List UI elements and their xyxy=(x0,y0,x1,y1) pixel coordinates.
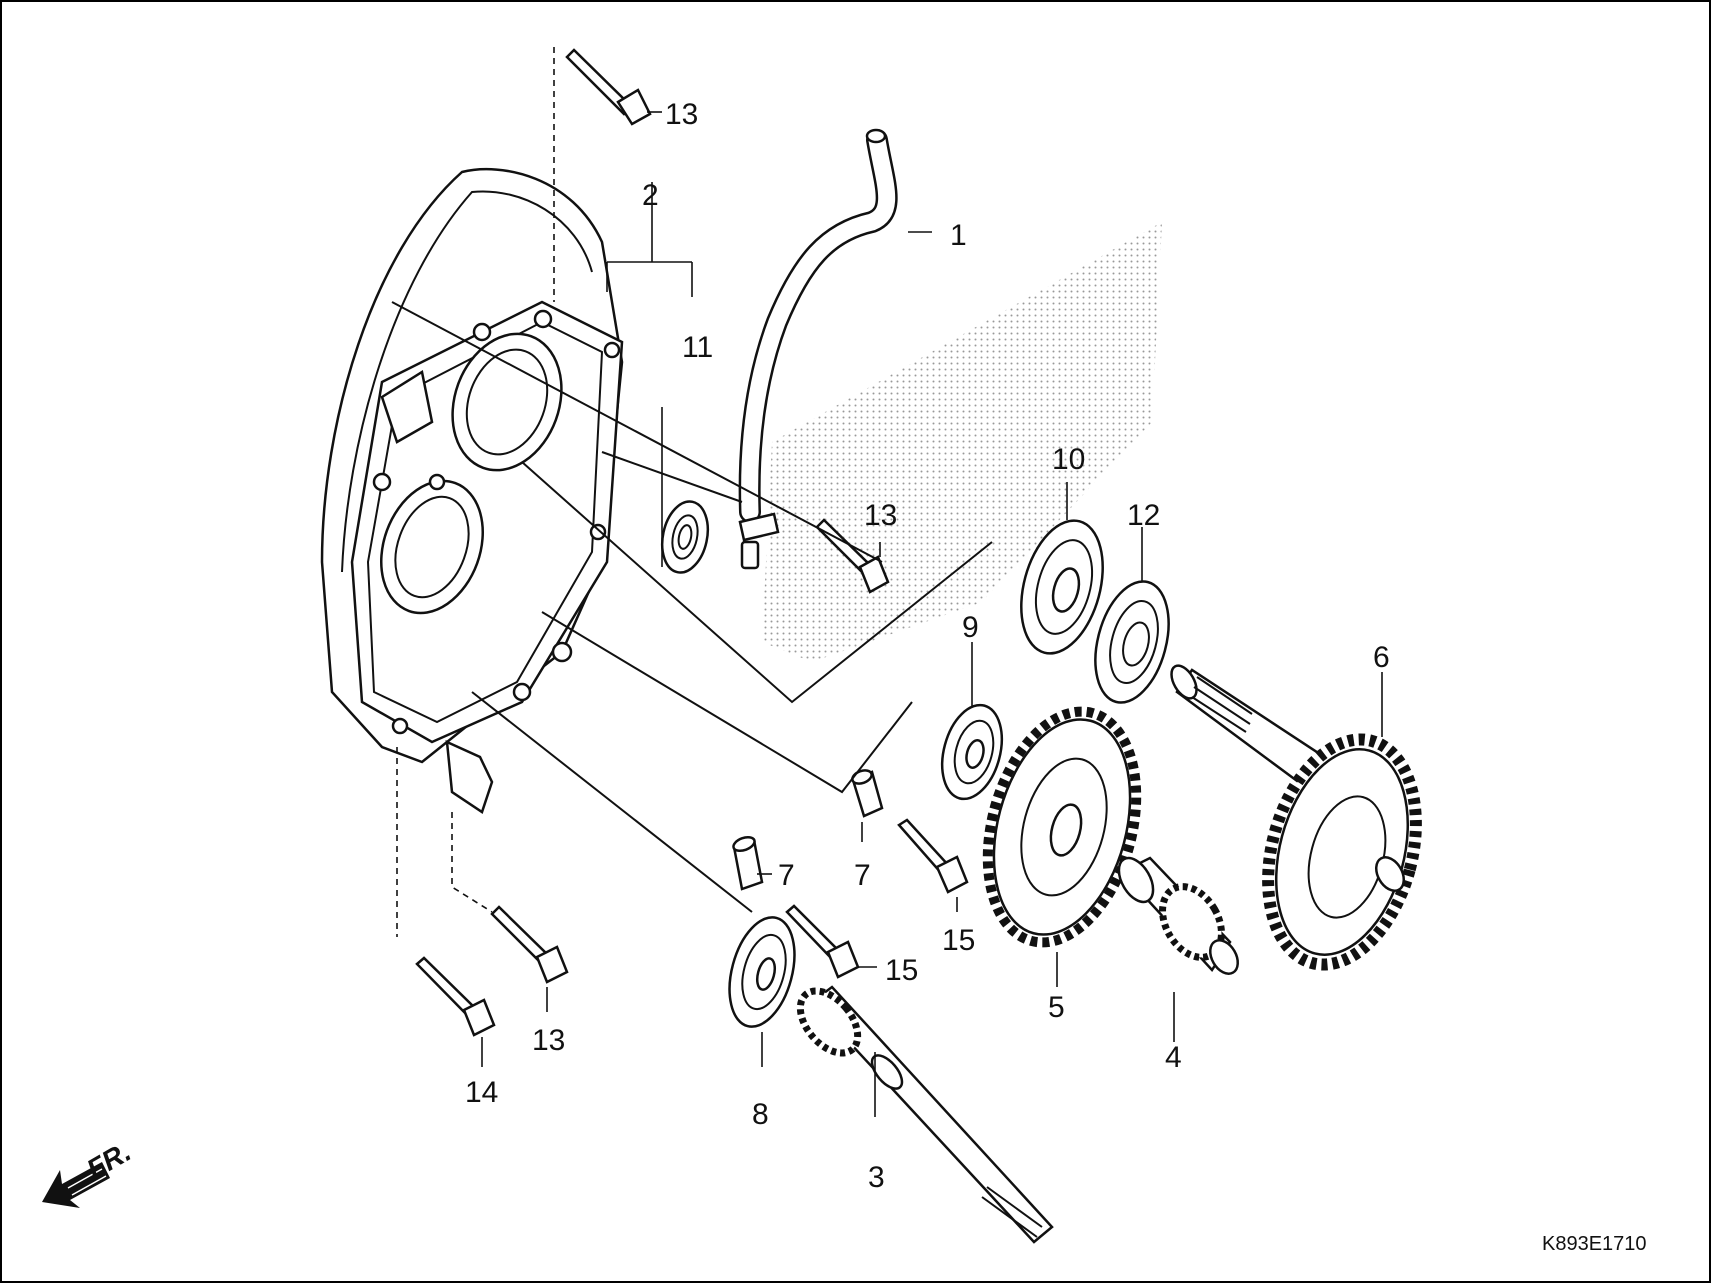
bolt-14 xyxy=(415,956,496,1037)
drawing-code: K893E1710 xyxy=(1542,1233,1647,1255)
callout-14: 14 xyxy=(465,1076,498,1109)
callout-8: 8 xyxy=(752,1098,769,1131)
breather-tube xyxy=(738,128,898,570)
transmission-cover xyxy=(320,168,624,814)
final-shaft-6 xyxy=(1170,664,1422,971)
bolt-13-mid xyxy=(815,518,890,594)
callout-6: 6 xyxy=(1373,641,1390,674)
bolt-13-low xyxy=(490,905,569,984)
callout-13-mid: 13 xyxy=(864,499,897,532)
bearing-10 xyxy=(1020,519,1104,655)
counter-shaft-4 xyxy=(1117,856,1239,975)
leader-lines xyxy=(391,47,1383,1117)
callout-15-mid: 15 xyxy=(942,924,975,957)
callout-13-top: 13 xyxy=(665,98,698,131)
callout-2: 2 xyxy=(642,179,659,212)
callout-11: 11 xyxy=(682,331,713,364)
callout-12: 12 xyxy=(1127,499,1160,532)
callout-3: 3 xyxy=(868,1161,885,1194)
front-direction-indicator: FR. xyxy=(42,1136,136,1208)
callout-labels: 1 2 3 4 5 6 7 7 8 9 10 11 12 13 13 13 14… xyxy=(465,98,1390,1194)
final-gear-5 xyxy=(982,706,1142,948)
drive-shaft-3 xyxy=(796,985,1054,1244)
bolt-15-low xyxy=(785,904,860,979)
shading-area xyxy=(762,222,1162,662)
callout-15-low: 15 xyxy=(885,954,918,987)
bearing-9 xyxy=(940,703,1004,801)
bolt-15-mid xyxy=(897,818,969,894)
callout-9: 9 xyxy=(962,611,979,644)
callout-7a: 7 xyxy=(778,859,795,892)
callout-7b: 7 xyxy=(854,859,871,892)
bolt-13-top xyxy=(565,48,652,126)
oil-seal-12 xyxy=(1094,580,1170,704)
bearing-8 xyxy=(728,916,796,1028)
front-direction-arrow-icon xyxy=(42,1162,110,1208)
callout-1: 1 xyxy=(950,219,967,252)
callout-5: 5 xyxy=(1048,991,1065,1024)
callout-13-low: 13 xyxy=(532,1024,565,1057)
callout-4: 4 xyxy=(1165,1041,1182,1074)
callout-10: 10 xyxy=(1052,443,1085,476)
oil-seal xyxy=(660,500,710,574)
dowel-pin-lower xyxy=(732,835,764,891)
